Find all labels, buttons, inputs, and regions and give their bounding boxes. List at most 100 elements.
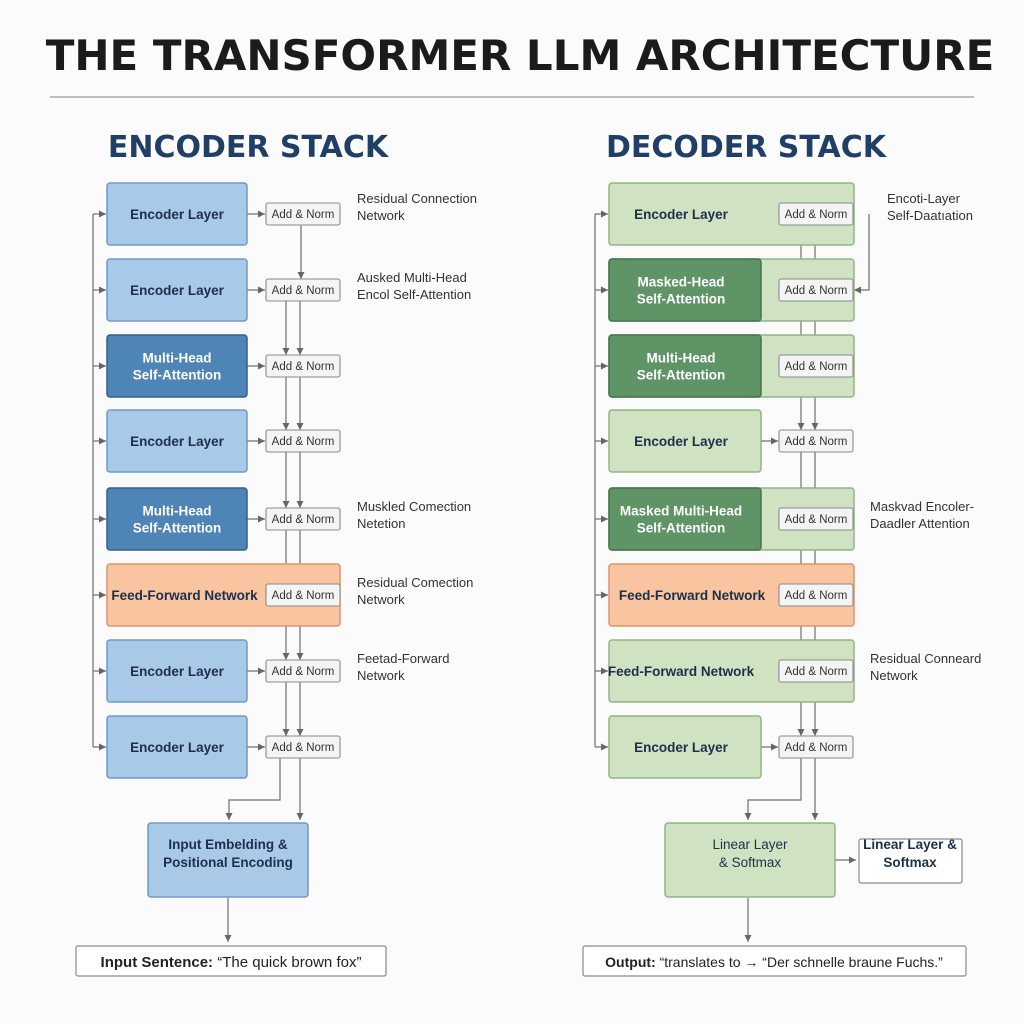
connector-line bbox=[854, 214, 870, 294]
encoder-block-encoder-layer: Encoder Layer Add & Norm bbox=[106, 182, 341, 246]
block-core bbox=[106, 182, 248, 246]
block-label: Encoder Layer bbox=[130, 283, 225, 298]
output-sentence-text: “translates to → “Der schnelle braune Fu… bbox=[656, 954, 943, 970]
add-norm-box bbox=[265, 507, 341, 531]
block-panel bbox=[608, 182, 855, 246]
output-sentence-prefix: Output: bbox=[605, 954, 656, 970]
add-norm-label: Add & Norm bbox=[272, 361, 335, 373]
add-norm-label: Add & Norm bbox=[272, 209, 335, 221]
add-norm-box bbox=[265, 659, 341, 683]
block-label: Encoder Layer bbox=[130, 664, 225, 679]
add-norm-box bbox=[265, 583, 341, 607]
linear-softmax-label: Linear Layer& Softmax bbox=[712, 837, 788, 870]
linear-softmax-side-label: Linear Layer &Softmax bbox=[863, 837, 957, 870]
add-norm-label: Add & Norm bbox=[272, 285, 335, 297]
encoder-block-encoder-layer: Encoder Layer Add & Norm bbox=[106, 409, 341, 473]
block-panel bbox=[608, 563, 855, 627]
input-sentence-text: “The quick brown fox” bbox=[213, 954, 361, 971]
svg-text:Output: “translates to → “Der: Output: “translates to → “Der schnelle b… bbox=[605, 954, 943, 970]
add-norm-box bbox=[265, 429, 341, 453]
add-norm-box bbox=[265, 202, 341, 226]
block-core bbox=[608, 487, 762, 551]
block-core bbox=[106, 409, 248, 473]
decoder-stack-title: DECODER STACK bbox=[606, 130, 888, 165]
block-label: Encoder Layer bbox=[634, 740, 729, 755]
block-core bbox=[608, 409, 762, 473]
encoder-block-encoder-layer: Encoder Layer Add & Norm bbox=[106, 639, 341, 703]
encoder-block-encoder-layer: Encoder Layer Add & Norm bbox=[106, 258, 341, 322]
add-norm-label: Add & Norm bbox=[272, 666, 335, 678]
add-norm-label: Add & Norm bbox=[272, 514, 335, 526]
encoder-stack-title: ENCODER STACK bbox=[108, 130, 390, 165]
encoder-block-encoder-layer: Encoder Layer Add & Norm bbox=[106, 715, 341, 779]
add-norm-box bbox=[265, 278, 341, 302]
decoder-block-encoder-layer: Encoder Layer Add & Norm bbox=[608, 182, 855, 246]
connector-line bbox=[744, 758, 802, 820]
output-sentence-box: Output: “translates to → “Der schnelle b… bbox=[582, 945, 967, 977]
add-norm-box bbox=[778, 659, 854, 683]
input-sentence-box: Input Sentence: “The quick brown fox” bbox=[75, 945, 387, 977]
add-norm-label: Add & Norm bbox=[785, 742, 848, 754]
add-norm-label: Add & Norm bbox=[785, 514, 848, 526]
block-core bbox=[106, 258, 248, 322]
block-label: Encoder Layer bbox=[130, 207, 225, 222]
add-norm-label: Add & Norm bbox=[785, 209, 848, 221]
input-sentence-prefix: Input Sentence: bbox=[101, 954, 214, 971]
block-core bbox=[608, 715, 762, 779]
add-norm-label: Add & Norm bbox=[272, 742, 335, 754]
block-label: Feed-Forward Network bbox=[111, 588, 258, 603]
add-norm-box bbox=[778, 202, 854, 226]
encoder-block-feed-forward-network: Feed-Forward Network Add & Norm bbox=[106, 563, 341, 627]
add-norm-label: Add & Norm bbox=[785, 285, 848, 297]
block-label: Feed-Forward Network bbox=[608, 664, 755, 679]
block-core bbox=[106, 487, 248, 551]
add-norm-label: Add & Norm bbox=[785, 590, 848, 602]
page-title: THE TRANSFORMER LLM ARCHITECTURE bbox=[46, 31, 995, 80]
svg-text:Input Sentence: “The quick bro: Input Sentence: “The quick brown fox” bbox=[101, 954, 362, 971]
add-norm-label: Add & Norm bbox=[785, 361, 848, 373]
block-core bbox=[106, 639, 248, 703]
add-norm-box bbox=[265, 735, 341, 759]
side-note: Maskvad Encoler-Daadler Attention bbox=[870, 499, 974, 531]
input-embedding-label: Input Embelding &Positional Encoding bbox=[163, 837, 293, 870]
add-norm-box bbox=[778, 354, 854, 378]
add-norm-label: Add & Norm bbox=[272, 590, 335, 602]
block-panel bbox=[608, 639, 855, 703]
block-label: Encoder Layer bbox=[634, 207, 729, 222]
add-norm-box bbox=[778, 278, 854, 302]
add-norm-box bbox=[778, 507, 854, 531]
block-label: Encoder Layer bbox=[634, 434, 729, 449]
block-core bbox=[106, 715, 248, 779]
block-label: Encoder Layer bbox=[130, 740, 225, 755]
add-norm-box bbox=[265, 354, 341, 378]
block-label: Encoder Layer bbox=[130, 434, 225, 449]
linear-softmax-block: Linear Layer& Softmax bbox=[664, 822, 836, 898]
add-norm-label: Add & Norm bbox=[272, 436, 335, 448]
block-core bbox=[106, 334, 248, 398]
connector-line bbox=[225, 758, 281, 820]
